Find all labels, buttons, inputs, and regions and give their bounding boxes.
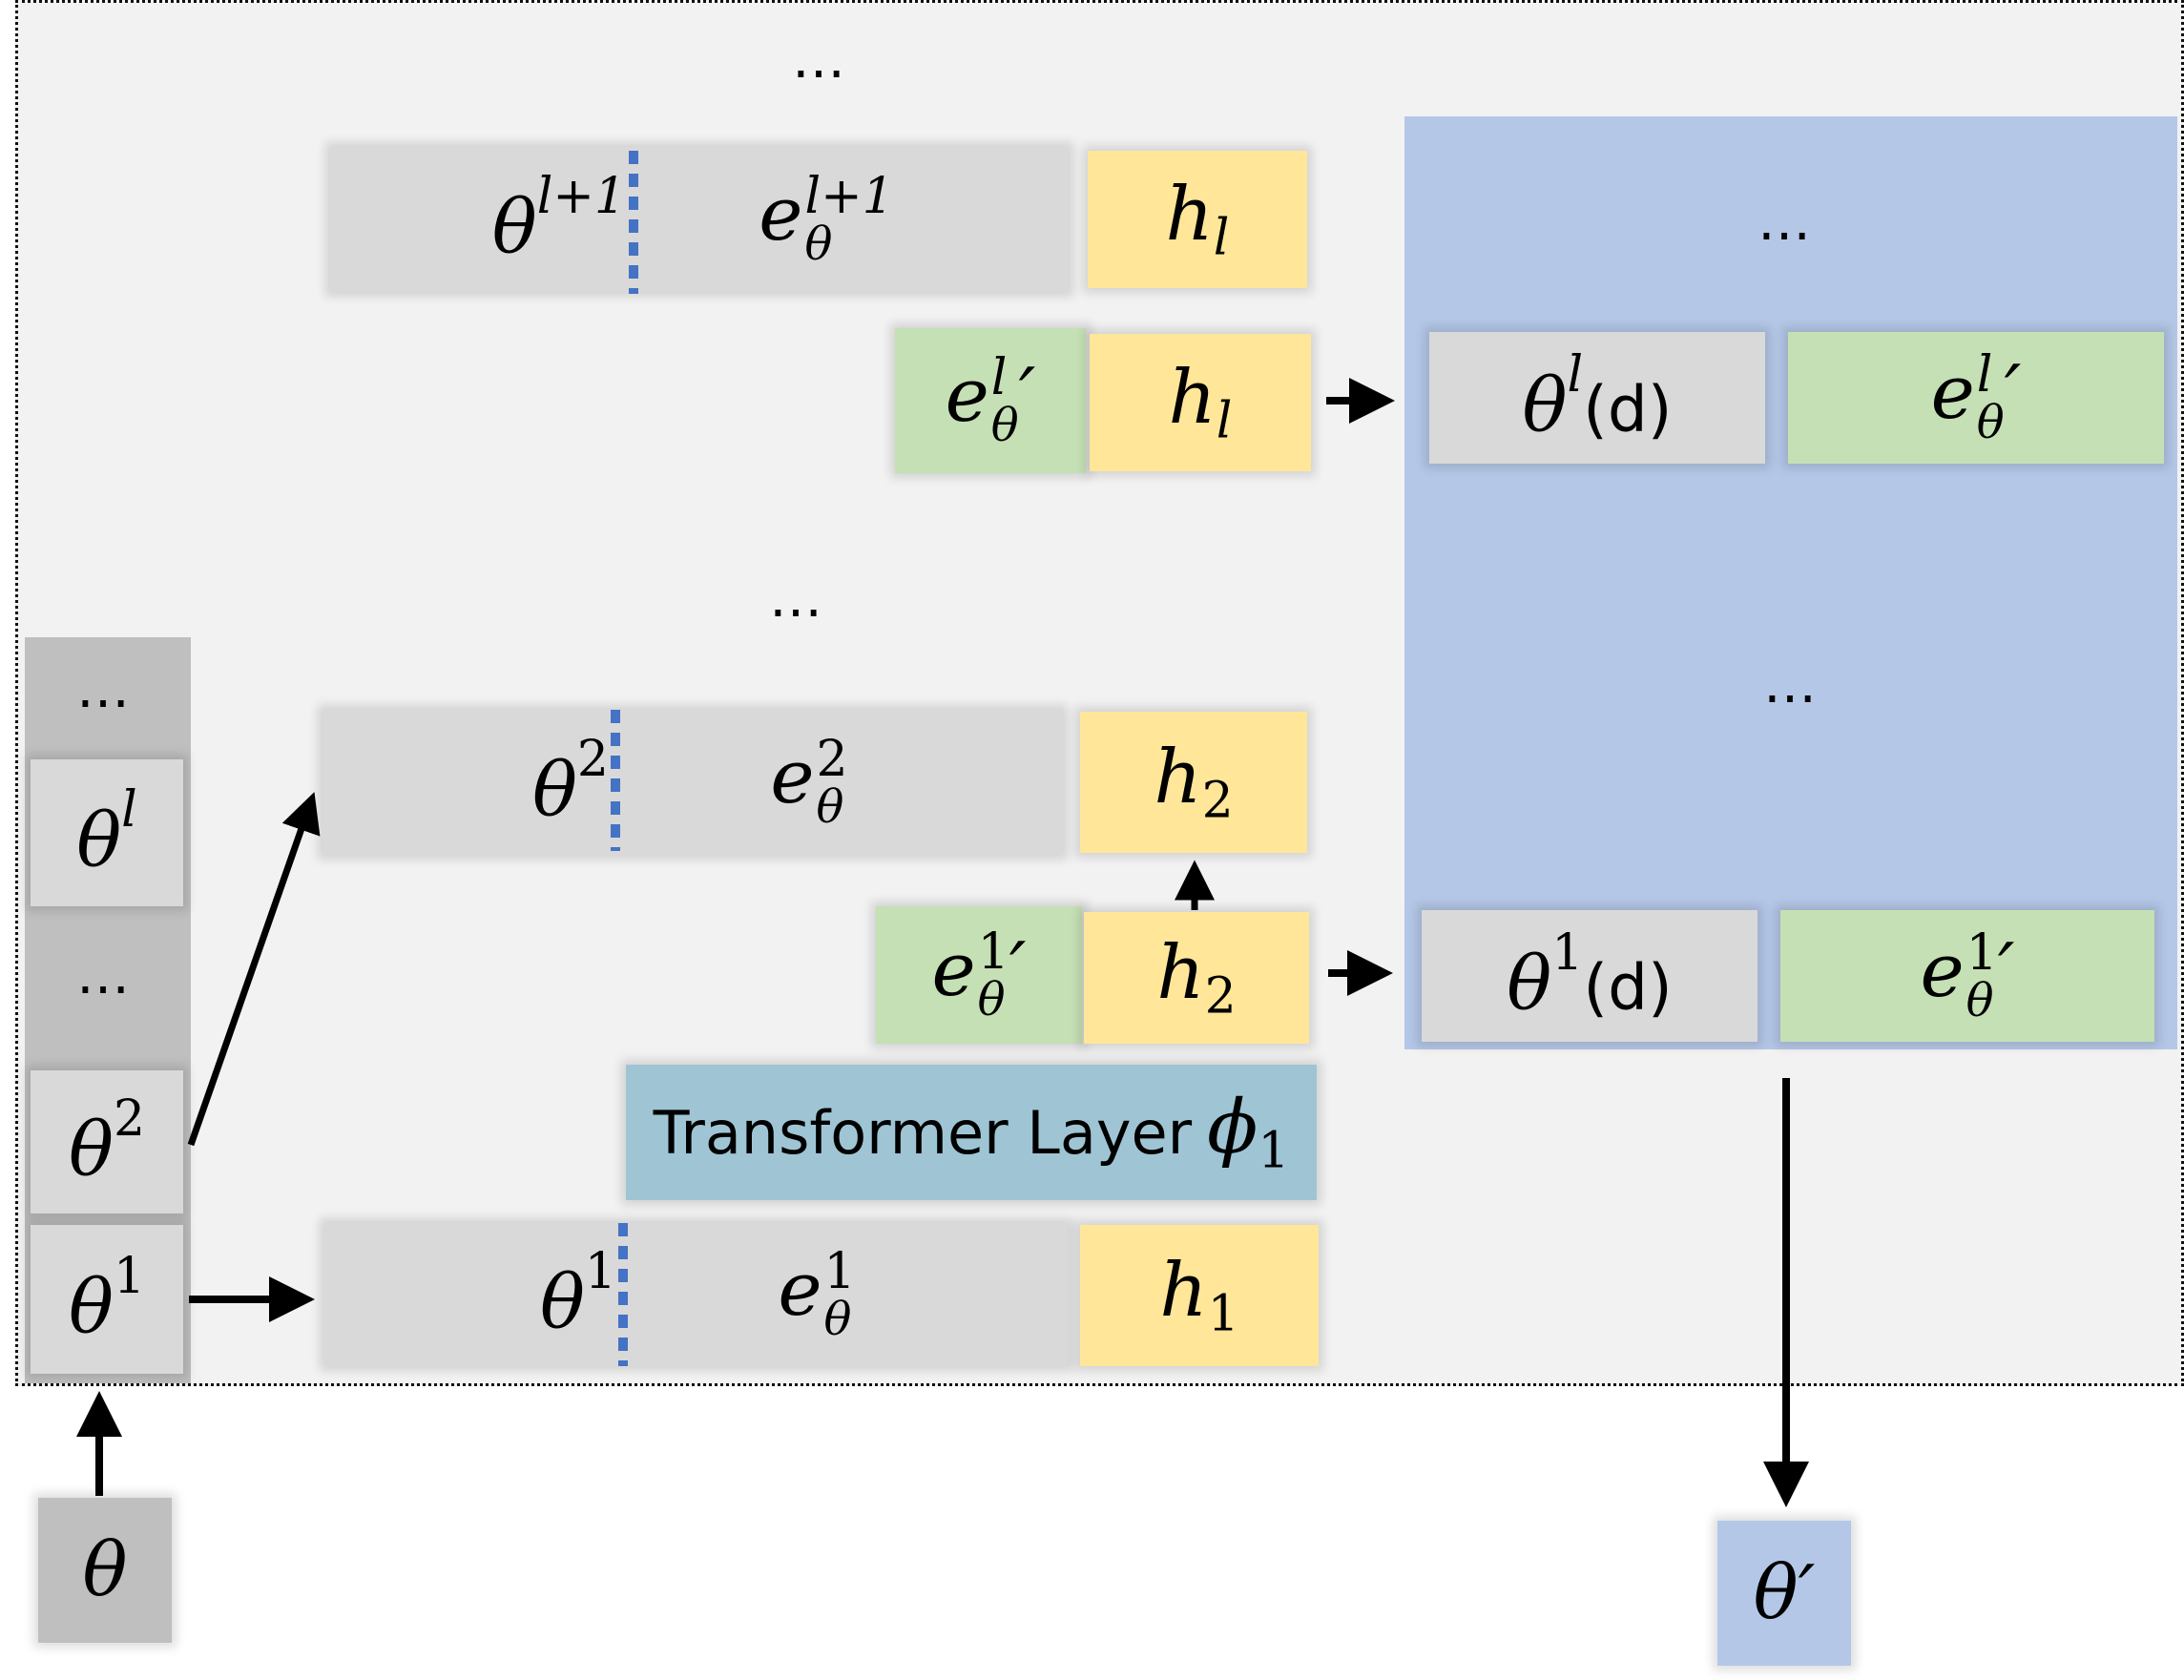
row-top-h-box: hl — [1088, 151, 1307, 288]
row-top-divider — [629, 151, 638, 294]
row-top-h-label: hl — [1165, 172, 1230, 267]
output-theta-prime-box: θ′ — [1717, 1521, 1851, 1666]
row-1-theta-label: θ1 — [539, 1243, 616, 1346]
stack-theta-1-label: θ1 — [68, 1248, 146, 1351]
panel-theta-1-d-label: θ1(d) — [1507, 924, 1673, 1027]
stack-ellipsis-middle: … — [76, 944, 134, 1006]
row-2-h-label: h2 — [1154, 735, 1234, 830]
ellipsis-panel-top: … — [1758, 191, 1815, 253]
stack-theta-l: θl — [31, 759, 183, 906]
row-2-divider — [611, 710, 620, 851]
row-2-h-box: h2 — [1080, 712, 1307, 853]
stack-theta-2-label: θ2 — [68, 1090, 146, 1193]
output-panel — [1404, 116, 2177, 1049]
ellipsis-top: … — [792, 29, 849, 91]
input-theta-box: θ — [38, 1498, 172, 1643]
row-1-h-label: h1 — [1159, 1248, 1239, 1343]
row-green-l-h-box: hl — [1090, 334, 1311, 471]
row-top-theta-label: θl+1 — [491, 168, 626, 271]
row-1-divider — [618, 1223, 628, 1366]
row-green-l-h-label: hl — [1168, 355, 1233, 450]
stack-theta-1: θ1 — [31, 1225, 183, 1374]
stack-ellipsis-top: … — [76, 658, 134, 720]
arrow-theta2-to-row2 — [187, 792, 321, 1147]
panel-theta-l-d-label: θl(d) — [1522, 346, 1673, 449]
panel-theta-l-d-box: θl(d) — [1429, 332, 1765, 464]
input-theta-label: θ — [82, 1527, 128, 1613]
transformer-layer-box: Transformer Layer ϕ1 — [626, 1065, 1317, 1200]
transformer-layer-label: Transformer Layer — [653, 1097, 1193, 1168]
stack-theta-l-label: θl — [76, 781, 137, 884]
row-green-1-h-label: h2 — [1156, 930, 1237, 1026]
stack-theta-2: θ2 — [31, 1070, 183, 1213]
panel-theta-1-d-box: θ1(d) — [1422, 910, 1758, 1042]
row-2-theta-label: θ2 — [531, 731, 609, 834]
ellipsis-middle: … — [769, 568, 826, 630]
output-theta-prime-label: θ′ — [1753, 1550, 1816, 1636]
transformer-phi-label: ϕ1 — [1207, 1085, 1290, 1180]
row-green-1-h-box: h2 — [1084, 912, 1309, 1044]
row-1-h-box: h1 — [1080, 1225, 1319, 1366]
ellipsis-panel-middle: … — [1763, 653, 1820, 716]
